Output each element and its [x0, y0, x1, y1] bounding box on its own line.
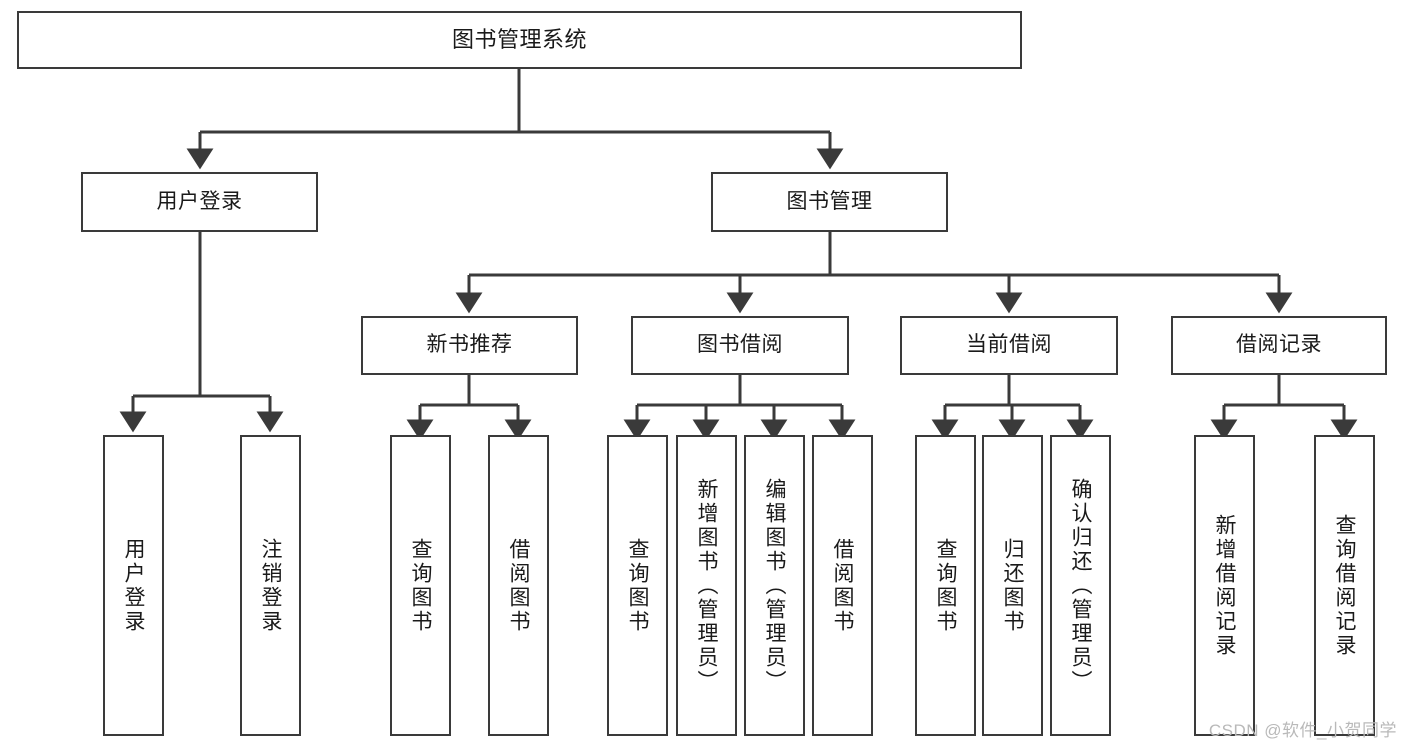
- leaf-current-borrow-return-book[interactable]: 归还图书: [982, 435, 1043, 736]
- node-label: 借阅记录: [1236, 333, 1322, 357]
- leaf-new-book-query-book[interactable]: 查询图书: [390, 435, 451, 736]
- node-label: 新增图书（管理员）: [695, 477, 718, 694]
- node-label: 查询图书: [626, 537, 649, 634]
- node-user-login[interactable]: 用户登录: [81, 172, 318, 232]
- leaf-borrow-record-query-record[interactable]: 查询借阅记录: [1314, 435, 1375, 736]
- node-label: 借阅图书: [507, 537, 530, 634]
- leaf-user-login-sign-in[interactable]: 用户登录: [103, 435, 164, 736]
- node-label: 编辑图书（管理员）: [763, 477, 786, 694]
- node-label: 新书推荐: [426, 333, 513, 357]
- node-label: 确认归还（管理员）: [1069, 477, 1092, 694]
- leaf-borrow-record-add-record[interactable]: 新增借阅记录: [1194, 435, 1255, 736]
- node-borrow-record[interactable]: 借阅记录: [1171, 316, 1387, 375]
- watermark-text: CSDN @软件_小贺同学: [1208, 721, 1397, 740]
- leaf-new-book-borrow-book[interactable]: 借阅图书: [488, 435, 549, 736]
- node-label: 注销登录: [259, 537, 282, 634]
- node-label: 图书管理系统: [451, 27, 587, 53]
- node-label: 归还图书: [1001, 537, 1024, 634]
- node-label: 图书管理: [786, 189, 873, 213]
- leaf-current-borrow-query-book[interactable]: 查询图书: [915, 435, 976, 736]
- node-label: 查询图书: [934, 537, 957, 634]
- node-label: 查询图书: [409, 537, 432, 634]
- node-current-borrow[interactable]: 当前借阅: [900, 316, 1118, 375]
- node-new-book-recommend[interactable]: 新书推荐: [361, 316, 578, 375]
- node-root-library-system[interactable]: 图书管理系统: [17, 11, 1022, 69]
- node-label: 新增借阅记录: [1213, 513, 1236, 658]
- leaf-book-borrow-edit-book-admin[interactable]: 编辑图书（管理员）: [744, 435, 805, 736]
- node-book-management[interactable]: 图书管理: [711, 172, 948, 232]
- leaf-book-borrow-borrow-book[interactable]: 借阅图书: [812, 435, 873, 736]
- node-label: 图书借阅: [697, 333, 783, 357]
- leaf-user-login-sign-out[interactable]: 注销登录: [240, 435, 301, 736]
- node-label: 当前借阅: [966, 333, 1052, 357]
- node-label: 用户登录: [156, 189, 243, 213]
- node-label: 用户登录: [122, 537, 145, 634]
- node-book-borrow[interactable]: 图书借阅: [631, 316, 849, 375]
- leaf-book-borrow-query-book[interactable]: 查询图书: [607, 435, 668, 736]
- node-label: 借阅图书: [831, 537, 854, 634]
- node-label: 查询借阅记录: [1333, 513, 1356, 658]
- leaf-book-borrow-add-book-admin[interactable]: 新增图书（管理员）: [676, 435, 737, 736]
- leaf-current-borrow-confirm-return-admin[interactable]: 确认归还（管理员）: [1050, 435, 1111, 736]
